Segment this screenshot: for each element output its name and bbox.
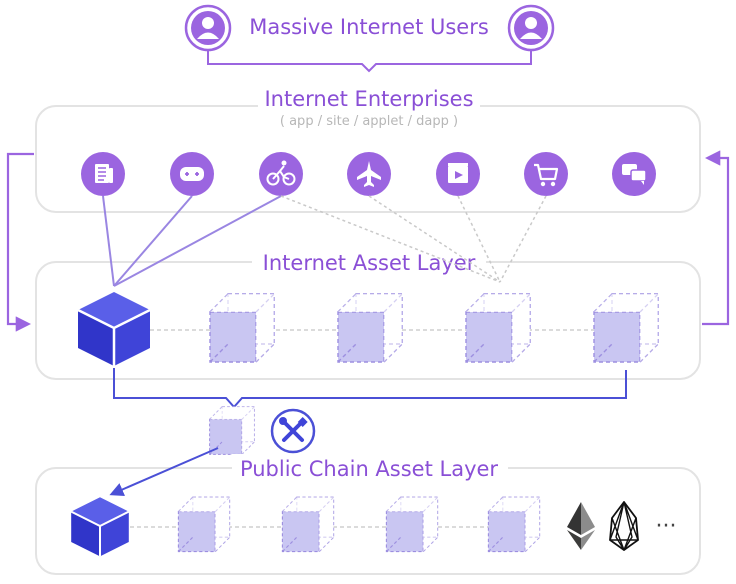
more-chains-ellipsis: ···	[656, 514, 677, 539]
connector-line	[102, 195, 115, 287]
enterprises-title: Internet Enterprises	[264, 87, 473, 111]
video-icon	[436, 152, 480, 196]
enterprises-panel: Internet Enterprises ( app / site / appl…	[35, 87, 701, 213]
gamepad-icon	[170, 152, 214, 196]
right-loop-arrow	[702, 150, 730, 326]
cart-icon	[524, 152, 568, 196]
user-icon	[184, 4, 232, 52]
ghost-cube	[593, 293, 659, 363]
ghost-cube	[487, 496, 541, 553]
bridge-arrow	[109, 447, 219, 496]
connector-line	[280, 195, 501, 283]
public-chain-cubes	[70, 496, 541, 558]
bicycle-icon	[259, 152, 303, 196]
chat-icon	[612, 152, 656, 196]
connector-line	[499, 195, 547, 283]
ethereum-icon	[567, 502, 595, 550]
ghost-cube	[337, 293, 403, 363]
ghost-cube	[177, 496, 231, 553]
ghost-cube	[385, 496, 439, 553]
connector-line	[368, 195, 501, 283]
icon-connectors	[102, 195, 547, 287]
users-bracket	[207, 48, 532, 73]
bridge-cube	[209, 406, 255, 455]
connector-line	[113, 195, 282, 287]
left-loop-arrow	[6, 152, 34, 332]
public-chain-panel: Public Chain Asset Layer	[35, 454, 701, 575]
asset-layer-title: Internet Asset Layer	[263, 251, 476, 275]
ghost-cube	[209, 293, 275, 363]
connector-line	[457, 195, 501, 283]
ghost-cube	[465, 293, 531, 363]
tools-icon	[270, 408, 316, 454]
users-title: Massive Internet Users	[249, 15, 489, 39]
user-icon	[507, 4, 555, 52]
enterprises-subtitle: ( app / site / applet / dapp )	[280, 114, 458, 129]
users-section: Massive Internet Users	[184, 4, 555, 73]
public-chain-title: Public Chain Asset Layer	[240, 457, 498, 481]
connector-line	[113, 195, 193, 287]
eos-icon	[609, 501, 639, 551]
airplane-icon	[347, 152, 391, 196]
ghost-cube	[281, 496, 335, 553]
news-icon	[81, 152, 125, 196]
